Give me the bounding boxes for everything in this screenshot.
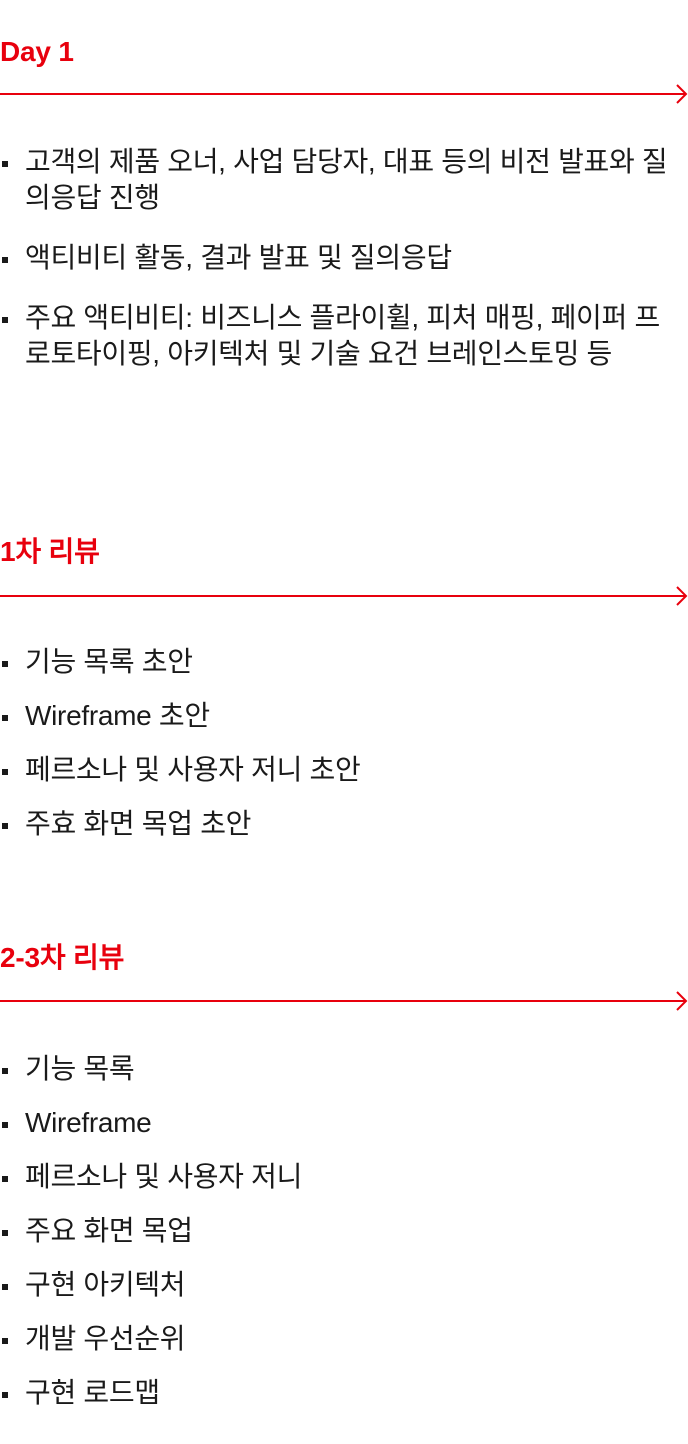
divider-arrow-icon	[0, 84, 688, 104]
bullet-list: 고객의 제품 오너, 사업 담당자, 대표 등의 비전 발표와 질의응답 진행 …	[0, 144, 688, 396]
square-bullet-icon	[2, 823, 8, 829]
divider-arrow-icon	[0, 586, 688, 606]
list-item: 구현 아키텍처	[0, 1267, 683, 1303]
list-item-text: Wireframe	[25, 1107, 152, 1138]
square-bullet-icon	[2, 257, 8, 263]
bullet-list: 기능 목록 Wireframe 페르소나 및 사용자 저니 주요 화면 목업 구…	[0, 1051, 688, 1429]
list-item: 페르소나 및 사용자 저니	[0, 1159, 683, 1195]
list-item-text: 주요 액티비티: 비즈니스 플라이휠, 피처 매핑, 페이퍼 프로토타이핑, 아…	[25, 302, 660, 369]
list-item: Wireframe	[0, 1105, 683, 1141]
divider-arrow-icon	[0, 991, 688, 1011]
square-bullet-icon	[2, 1230, 8, 1236]
list-item: 페르소나 및 사용자 저니 초안	[0, 752, 683, 788]
list-item-text: 주요 화면 목업	[25, 1215, 193, 1246]
list-item: 구현 로드맵	[0, 1375, 683, 1411]
list-item: 고객의 제품 오너, 사업 담당자, 대표 등의 비전 발표와 질의응답 진행	[0, 144, 683, 216]
list-item: 주요 화면 목업	[0, 1213, 683, 1249]
section-title: 2-3차 리뷰	[0, 942, 125, 973]
list-item: 주요 액티비티: 비즈니스 플라이휠, 피처 매핑, 페이퍼 프로토타이핑, 아…	[0, 300, 683, 372]
bullet-list: 기능 목록 초안 Wireframe 초안 페르소나 및 사용자 저니 초안 주…	[0, 644, 688, 860]
section-title: 1차 리뷰	[0, 536, 100, 567]
list-item: 주효 화면 목업 초안	[0, 806, 683, 842]
list-item-text: 기능 목록 초안	[25, 646, 193, 677]
square-bullet-icon	[2, 769, 8, 775]
list-item: 기능 목록	[0, 1051, 683, 1087]
list-item: 액티비티 활동, 결과 발표 및 질의응답	[0, 240, 683, 276]
square-bullet-icon	[2, 317, 8, 323]
list-item-text: 구현 로드맵	[25, 1377, 160, 1408]
list-item-text: 기능 목록	[25, 1053, 135, 1084]
square-bullet-icon	[2, 1338, 8, 1344]
list-item: 기능 목록 초안	[0, 644, 683, 680]
square-bullet-icon	[2, 661, 8, 667]
square-bullet-icon	[2, 715, 8, 721]
list-item-text: 고객의 제품 오너, 사업 담당자, 대표 등의 비전 발표와 질의응답 진행	[25, 146, 668, 213]
list-item-text: 페르소나 및 사용자 저니 초안	[25, 754, 361, 785]
list-item: Wireframe 초안	[0, 698, 683, 734]
list-item-text: 개발 우선순위	[25, 1323, 186, 1354]
square-bullet-icon	[2, 1068, 8, 1074]
list-item-text: Wireframe 초안	[25, 700, 210, 731]
list-item-text: 주효 화면 목업 초안	[25, 808, 252, 839]
list-item-text: 액티비티 활동, 결과 발표 및 질의응답	[25, 242, 452, 273]
list-item-text: 구현 아키텍처	[25, 1269, 186, 1300]
square-bullet-icon	[2, 1284, 8, 1290]
section-title: Day 1	[0, 36, 74, 67]
square-bullet-icon	[2, 1122, 8, 1128]
list-item: 개발 우선순위	[0, 1321, 683, 1357]
list-item-text: 페르소나 및 사용자 저니	[25, 1161, 303, 1192]
square-bullet-icon	[2, 1176, 8, 1182]
square-bullet-icon	[2, 1392, 8, 1398]
square-bullet-icon	[2, 161, 8, 167]
